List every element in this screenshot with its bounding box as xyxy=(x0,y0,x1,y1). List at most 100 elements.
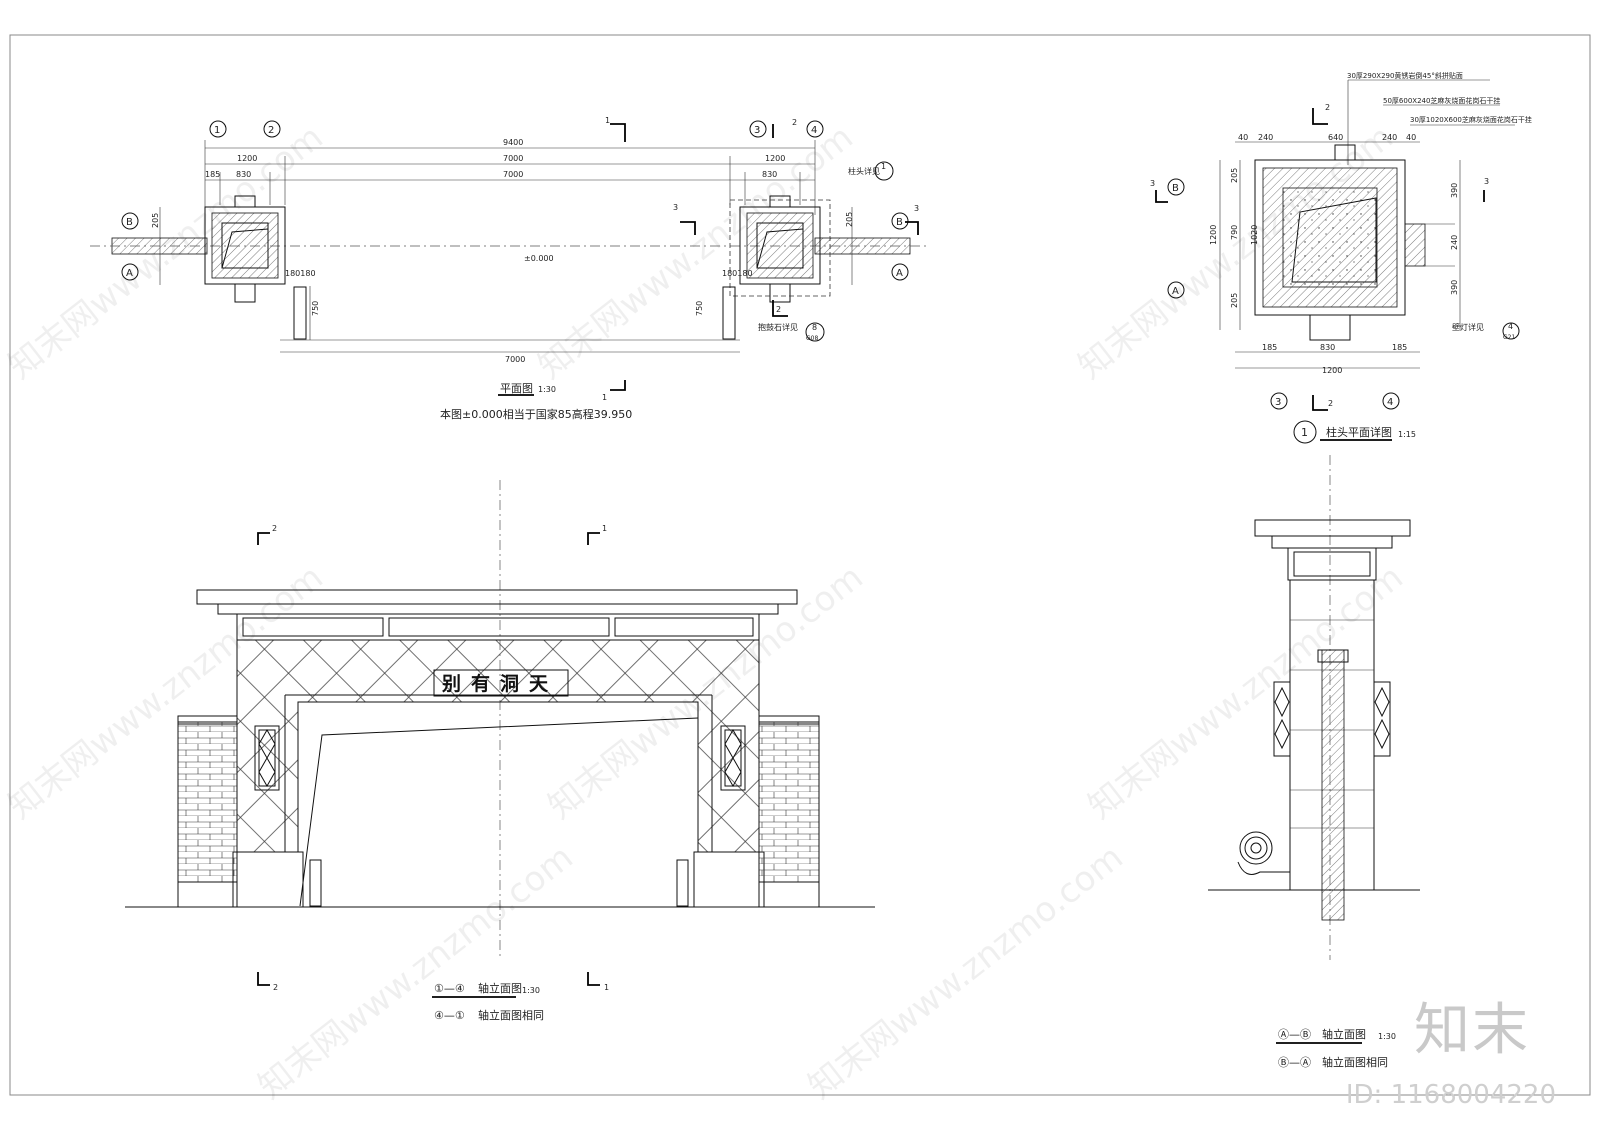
elev-sub: 轴立面图相同 xyxy=(478,1008,544,1022)
bollard-right xyxy=(722,286,736,340)
svg-text:240: 240 xyxy=(1450,235,1459,250)
side-lamp-left xyxy=(1273,681,1291,757)
bollard-left xyxy=(293,286,307,340)
svg-text:40: 40 xyxy=(1238,133,1248,142)
axis-1: 1 xyxy=(209,120,227,138)
svg-text:2: 2 xyxy=(268,125,274,136)
detail-ref-text: 柱头详见 xyxy=(848,166,880,176)
side-sub: 轴立面图相同 xyxy=(1322,1055,1388,1069)
svg-text:1: 1 xyxy=(602,524,607,533)
dim-1200-right: 1200 xyxy=(765,154,785,163)
svg-text:240: 240 xyxy=(1382,133,1397,142)
dim-7000-bottom: 7000 xyxy=(505,355,525,364)
pillar-right xyxy=(729,195,831,303)
svg-text:知末网www.znzmo.com: 知末网www.znzmo.com xyxy=(801,837,1131,1107)
svg-text:205: 205 xyxy=(1230,168,1239,183)
svg-text:B: B xyxy=(896,217,903,228)
svg-text:3: 3 xyxy=(754,125,760,136)
svg-text:3: 3 xyxy=(1484,177,1489,186)
elev-sec-1-top: 1 xyxy=(587,524,607,545)
svg-text:1020: 1020 xyxy=(1250,225,1259,245)
svg-text:4: 4 xyxy=(1508,322,1513,331)
svg-text:180180: 180180 xyxy=(722,269,753,278)
dim-total: 9400 xyxy=(503,138,523,147)
svg-text:2: 2 xyxy=(272,524,277,533)
svg-text:4: 4 xyxy=(811,125,817,136)
plan-elevation: ±0.000 xyxy=(524,254,554,263)
main-elevation: 别有洞天 2 1 2 1 ①—④ 轴立面图 1:30 ④—① 轴立面图相同 xyxy=(125,480,875,1022)
svg-text:知末网www.znzmo.com: 知末网www.znzmo.com xyxy=(251,837,581,1107)
svg-text:1: 1 xyxy=(602,393,607,402)
dim-750-left: 750 xyxy=(311,301,320,316)
plan-scale: 1:30 xyxy=(538,385,556,394)
dim-180: 180180 xyxy=(285,269,316,278)
svg-text:1: 1 xyxy=(604,983,609,992)
sheet-frame xyxy=(9,34,1591,1096)
bollard-elev-left xyxy=(309,859,322,907)
dim-1200-left: 1200 xyxy=(237,154,257,163)
dim-830-right: 830 xyxy=(762,170,777,179)
detail-axis-B: B xyxy=(1167,178,1185,196)
detail-ref-num: 1 xyxy=(881,162,886,171)
svg-text:B: B xyxy=(126,217,133,228)
axis-B-left: B xyxy=(121,212,139,230)
svg-text:1200: 1200 xyxy=(1209,225,1218,245)
svg-text:3: 3 xyxy=(914,204,919,213)
svg-text:830: 830 xyxy=(1320,343,1335,352)
elev-sec-2-top: 2 xyxy=(257,524,277,545)
side-cornice xyxy=(1254,519,1411,537)
lattice-lamp-right xyxy=(720,725,746,791)
dim-185: 185 xyxy=(205,170,220,179)
stone-ref-num: 8 xyxy=(812,323,817,332)
side-title: 轴立面图 xyxy=(1322,1027,1366,1041)
detail-axis-A: A xyxy=(1167,281,1185,299)
svg-text:3: 3 xyxy=(673,203,678,212)
svg-text:40: 40 xyxy=(1406,133,1416,142)
detail-axis-3: 3 xyxy=(1270,392,1288,410)
detail-title-num: 1 xyxy=(1301,426,1308,439)
svg-text:4: 4 xyxy=(1387,397,1393,408)
note-1: 30厚290X290黄锈岩倒45°斜拼贴面 xyxy=(1347,71,1463,80)
detail-sec-2-top: 2 xyxy=(1312,103,1330,125)
svg-text:A: A xyxy=(896,268,903,279)
svg-text:185: 185 xyxy=(1262,343,1277,352)
pillar-left xyxy=(204,195,286,303)
section-mark-3-right: 3 xyxy=(905,204,919,235)
watermark-site: 知末网www.znzmo.com xyxy=(1,117,331,387)
svg-text:2: 2 xyxy=(776,305,781,314)
svg-text:知末网www.znzmo.com: 知末网www.znzmo.com xyxy=(1081,557,1411,827)
axis-A-left: A xyxy=(121,263,139,281)
svg-text:390: 390 xyxy=(1450,183,1459,198)
plan-note: 本图±0.000相当于国家85高程39.950 xyxy=(440,407,632,421)
elev-sec-1-bottom: 1 xyxy=(587,972,609,992)
sign-text: 别有洞天 xyxy=(441,672,558,695)
side-section-core xyxy=(1321,649,1345,921)
axis-2: 2 xyxy=(263,120,281,138)
svg-text:2: 2 xyxy=(1328,399,1333,408)
lattice-lamp-left xyxy=(254,725,280,791)
dim-7000-b: 7000 xyxy=(503,170,523,179)
watermark-id: ID: 1168004220 xyxy=(1345,1080,1556,1110)
dim-205-left: 205 xyxy=(151,213,160,228)
plan-view: 9400 1200 7000 1200 185 830 7000 830 1 2… xyxy=(90,116,930,421)
note-2: 50厚600X240芝麻灰烧面花岗石干挂 xyxy=(1383,96,1500,105)
elev-title: 轴立面图 xyxy=(478,981,522,995)
dim-7000-a: 7000 xyxy=(503,154,523,163)
axis-A-right: A xyxy=(891,263,909,281)
svg-text:185: 185 xyxy=(1392,343,1407,352)
svg-text:390: 390 xyxy=(1450,280,1459,295)
detail-scale: 1:15 xyxy=(1398,430,1416,439)
section-mark-2-bottom: 2 xyxy=(772,300,788,317)
brick-wall-left xyxy=(177,721,238,883)
note-3: 30厚1020X600芝麻灰烧面花岗石干挂 xyxy=(1410,115,1532,124)
elev-sec-2-bottom: 2 xyxy=(257,972,278,992)
stone-ref-text: 抱鼓石详见 xyxy=(758,322,798,332)
svg-text:1: 1 xyxy=(605,116,610,125)
svg-text:205: 205 xyxy=(845,212,854,227)
plan-title: 平面图 xyxy=(500,382,533,395)
svg-text:2: 2 xyxy=(273,983,278,992)
section-mark-1-top: 1 xyxy=(605,116,626,142)
detail-title: 柱头平面详图 xyxy=(1326,425,1392,439)
